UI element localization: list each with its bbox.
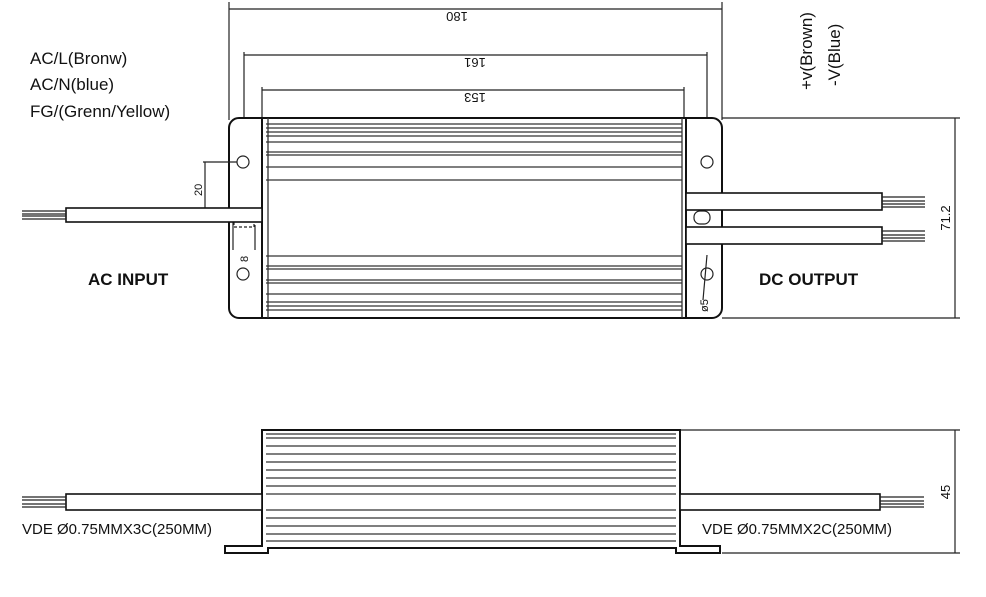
side-ac-cable (22, 493, 263, 511)
cooling-fins (266, 118, 683, 318)
hole-offset-label: 20 (193, 184, 205, 196)
ac-cable-spec: VDE Ø0.75MMX3C(250MM) (22, 521, 212, 538)
ground-label: FG/(Grenn/Yellow) (30, 102, 170, 121)
dimension-71-2: 71.2 (722, 117, 960, 319)
dimension-180: 180 (228, 2, 723, 120)
mount-hole-icon (236, 267, 250, 281)
cable-gland-label: 8 (239, 256, 251, 262)
dc-negative-label: -V(Blue) (825, 24, 844, 86)
dc-cable-spec: VDE Ø0.75MMX2C(250MM) (702, 521, 892, 538)
dimension-45: 45 (680, 429, 960, 554)
dimension-71-2-label: 71.2 (938, 205, 953, 230)
dc-cable-negative (685, 226, 925, 245)
ac-cable (22, 207, 263, 223)
side-fins (266, 433, 676, 542)
ac-neutral-label: AC/N(blue) (30, 75, 114, 94)
dc-positive-label: +v(Brown) (797, 12, 816, 90)
mount-slot-icon (693, 210, 711, 225)
ac-input-label: AC INPUT (88, 270, 169, 289)
housing-body (261, 117, 687, 319)
dimension-45-label: 45 (938, 485, 953, 499)
dimension-153: 153 (261, 87, 685, 120)
side-view: 45 VDE Ø0.75MMX3C(250MM) VDE Ø0.75MMX2C(… (22, 429, 960, 554)
mount-hole-icon (700, 267, 714, 281)
dc-cable-positive (685, 192, 925, 211)
side-dc-cable (679, 493, 924, 511)
dc-output-label: DC OUTPUT (759, 270, 859, 289)
dimension-180-label: 180 (446, 9, 468, 24)
hole-diameter-label: ø5 (699, 299, 711, 312)
side-housing (224, 429, 721, 554)
top-view: 180 161 153 71.2 (22, 2, 960, 319)
dimension-161-label: 161 (464, 55, 486, 70)
mount-hole-icon (700, 155, 714, 169)
dimension-153-label: 153 (464, 90, 486, 105)
ac-line-label: AC/L(Bronw) (30, 49, 127, 68)
